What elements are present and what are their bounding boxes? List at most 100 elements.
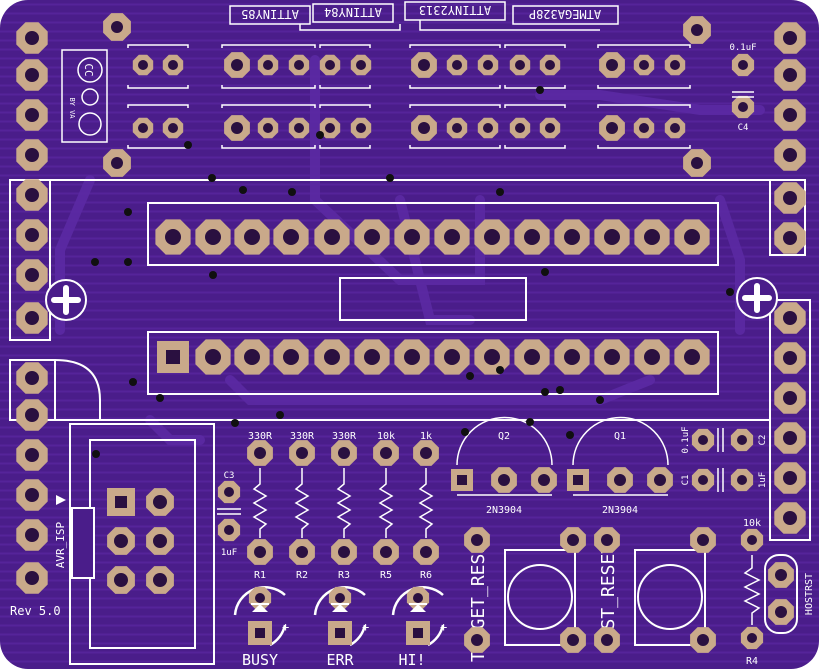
- c3-value: 1uF: [221, 548, 237, 558]
- via: [239, 186, 247, 194]
- mount-hole-left: [45, 279, 87, 321]
- via: [541, 388, 549, 396]
- via: [288, 188, 296, 196]
- zif-pin: [634, 339, 670, 375]
- header-pin: [16, 99, 48, 131]
- via: [209, 271, 217, 279]
- resistor-r4: 10k R4: [740, 518, 764, 667]
- zif-pin: [155, 219, 191, 255]
- socket-pin-large: [411, 115, 437, 141]
- header-pin: [16, 219, 48, 251]
- socket-pin-large: [224, 52, 250, 78]
- capacitor-c3: C3 1uF: [217, 471, 241, 558]
- isp-pin: [146, 488, 174, 516]
- transistor-pin: [531, 467, 557, 493]
- header-pin: [16, 399, 48, 431]
- zif-pin: [354, 219, 390, 255]
- transistor-pin: [647, 467, 673, 493]
- power-jack-cc-label: CC: [82, 63, 95, 76]
- mount-pad: [683, 16, 711, 44]
- label-atmega328p: ATMEGA328P: [529, 7, 601, 21]
- button-pad: [560, 527, 586, 553]
- zif-pin: [234, 219, 270, 255]
- button-pads: [464, 527, 716, 653]
- socket-pin: [664, 54, 686, 76]
- button-pad: [464, 527, 490, 553]
- power-jack-byva-label: BY VA: [68, 97, 76, 119]
- socket-pin: [132, 117, 154, 139]
- capacitors-c1-c2: 0.1uF C2 C1 1uF: [681, 426, 768, 492]
- avr-isp-header: AVR_ISP: [54, 423, 215, 665]
- socket-pin: [319, 117, 341, 139]
- led-plus: +: [282, 620, 289, 634]
- socket-pin: [257, 54, 279, 76]
- hostrst-label: HOSTRST: [804, 573, 815, 615]
- socket-pin-large: [599, 52, 625, 78]
- zif-pin: [195, 219, 231, 255]
- transistor-pin: [607, 467, 633, 493]
- revision-label: Rev 5.0: [10, 604, 61, 618]
- led-label: BUSY: [242, 651, 278, 669]
- header-pin: [774, 22, 806, 54]
- transistor-name: Q1: [614, 431, 626, 442]
- top-socket: [127, 44, 691, 149]
- via: [316, 131, 324, 139]
- socket-pin: [132, 54, 154, 76]
- via: [726, 288, 734, 296]
- header-pin: [16, 562, 48, 594]
- isp-pin: [107, 527, 135, 555]
- zif-pin: [674, 219, 710, 255]
- led-pad-square: [406, 621, 430, 645]
- button-host-reset: HOST_RESET: [598, 543, 706, 651]
- socket-pin: [257, 117, 279, 139]
- cap-pad: [730, 468, 754, 492]
- isp-pin: [146, 527, 174, 555]
- mount-hole-right: [736, 277, 778, 319]
- socket-pin: [288, 54, 310, 76]
- via: [466, 372, 474, 380]
- mount-pad: [103, 149, 131, 177]
- zif-pin: [195, 339, 231, 375]
- resistor-value: 1k: [420, 431, 432, 442]
- r4-pad: [740, 626, 764, 650]
- via: [156, 394, 164, 402]
- zif-pin: [554, 219, 590, 255]
- cap-pad: [730, 428, 754, 452]
- chip-selector-labels: ATTINY85 ATTINY84 ATTINY2313 ATMEGA328P: [229, 1, 619, 31]
- right-header: [774, 22, 806, 534]
- resistor-pad: [373, 539, 399, 565]
- zif-pin: [554, 339, 590, 375]
- header-pin: [774, 222, 806, 254]
- socket-pin: [664, 117, 686, 139]
- led-hi: +HI!: [391, 586, 447, 669]
- zif-pin: [314, 219, 350, 255]
- jumper-pad: [768, 562, 794, 588]
- transistor-name: Q2: [498, 431, 510, 442]
- transistor-type: 2N3904: [486, 505, 522, 516]
- resistor-value: 330R: [290, 431, 315, 442]
- mount-pad: [683, 149, 711, 177]
- header-pin: [774, 302, 806, 334]
- c4-pad: [731, 95, 755, 119]
- via: [276, 411, 284, 419]
- header-pin: [774, 422, 806, 454]
- zif-pin: [273, 339, 309, 375]
- resistor-pad: [289, 440, 315, 466]
- zif-pin: [434, 339, 470, 375]
- c3-pad: [217, 480, 241, 504]
- socket-pin: [633, 54, 655, 76]
- via: [129, 378, 137, 386]
- hostrst-jumper: HOSTRST: [764, 554, 815, 634]
- via: [536, 86, 544, 94]
- resistor-value: 330R: [332, 431, 357, 442]
- r4-pad: [740, 528, 764, 552]
- corner-mount-pads: [103, 13, 755, 177]
- resistor-pad: [247, 440, 273, 466]
- zif-pin: [594, 219, 630, 255]
